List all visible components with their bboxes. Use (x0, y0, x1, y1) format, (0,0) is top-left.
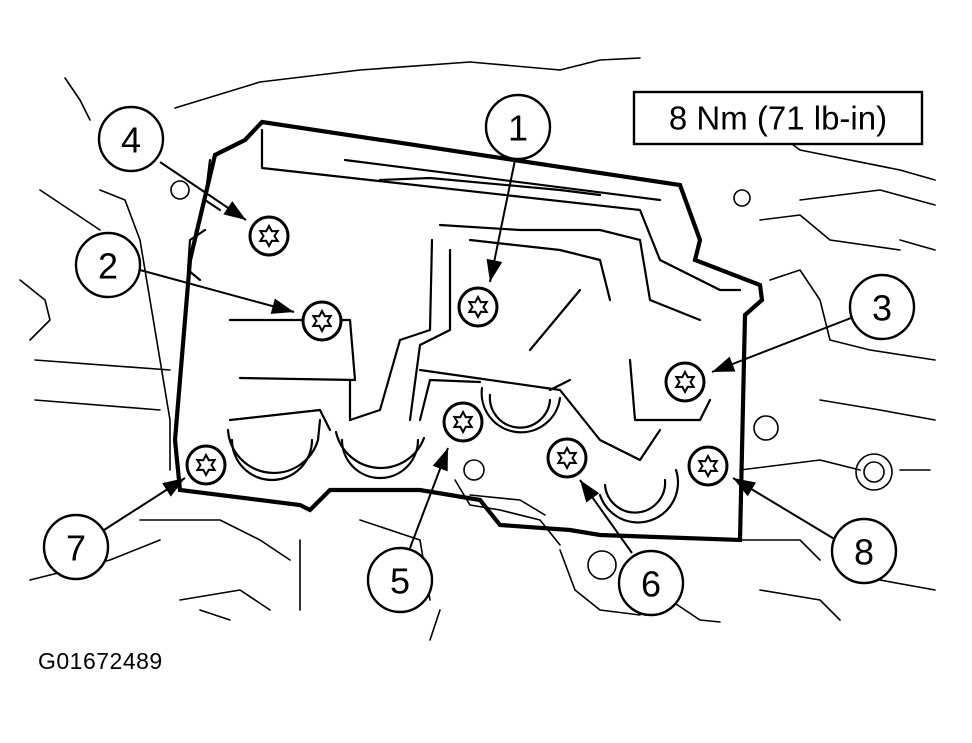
bolts (185, 215, 729, 487)
callout-8: 8 (830, 517, 898, 585)
callout-5-label: 5 (390, 561, 410, 602)
callout-8-label: 8 (854, 532, 874, 573)
arrowhead-6-icon (580, 480, 600, 503)
callout-1-label: 1 (508, 108, 528, 149)
bolt-1-icon (457, 286, 499, 328)
leader-1 (486, 159, 516, 283)
arrowhead-7-icon (162, 478, 185, 497)
arrowhead-1-icon (486, 258, 503, 282)
callout-2-label: 2 (98, 246, 118, 287)
valve-body-plate (172, 119, 765, 543)
leader-3 (711, 317, 852, 373)
bolt-6-icon (546, 437, 588, 479)
figure-id: G01672489 (38, 648, 163, 674)
arrowhead-3-icon (712, 356, 736, 372)
torque-spec-box: 8 Nm (71 lb-in) (632, 90, 924, 146)
bolt-5-icon (442, 401, 484, 443)
leader-6 (579, 479, 633, 554)
leader-lines (103, 159, 852, 554)
callout-6: 6 (617, 549, 685, 617)
callout-6-label: 6 (641, 564, 661, 605)
leader-7 (103, 477, 186, 531)
arrowhead-8-icon (733, 478, 756, 497)
arrowhead-4-icon (223, 201, 246, 220)
callout-4: 4 (97, 105, 165, 173)
bolt-3-icon (664, 361, 706, 403)
leader-2 (139, 269, 295, 314)
arrowhead-2-icon (270, 298, 294, 314)
torque-spec-text: 8 Nm (71 lb-in) (669, 100, 887, 137)
bolt-2-icon (301, 300, 343, 342)
callout-3-label: 3 (872, 288, 892, 329)
callout-3: 3 (848, 273, 916, 341)
callout-4-label: 4 (121, 120, 141, 161)
callout-5: 5 (366, 546, 434, 614)
leader-5 (409, 447, 449, 549)
bolt-8-icon (687, 445, 729, 487)
callout-1: 1 (484, 93, 552, 161)
arrowhead-5-icon (432, 448, 448, 472)
leader-8 (732, 477, 837, 541)
bolt-4-icon (248, 215, 290, 257)
callout-7-label: 7 (66, 528, 86, 569)
bolt-7-icon (185, 444, 227, 486)
callout-7: 7 (42, 513, 110, 581)
callout-2: 2 (74, 231, 142, 299)
leader-4 (159, 161, 247, 221)
